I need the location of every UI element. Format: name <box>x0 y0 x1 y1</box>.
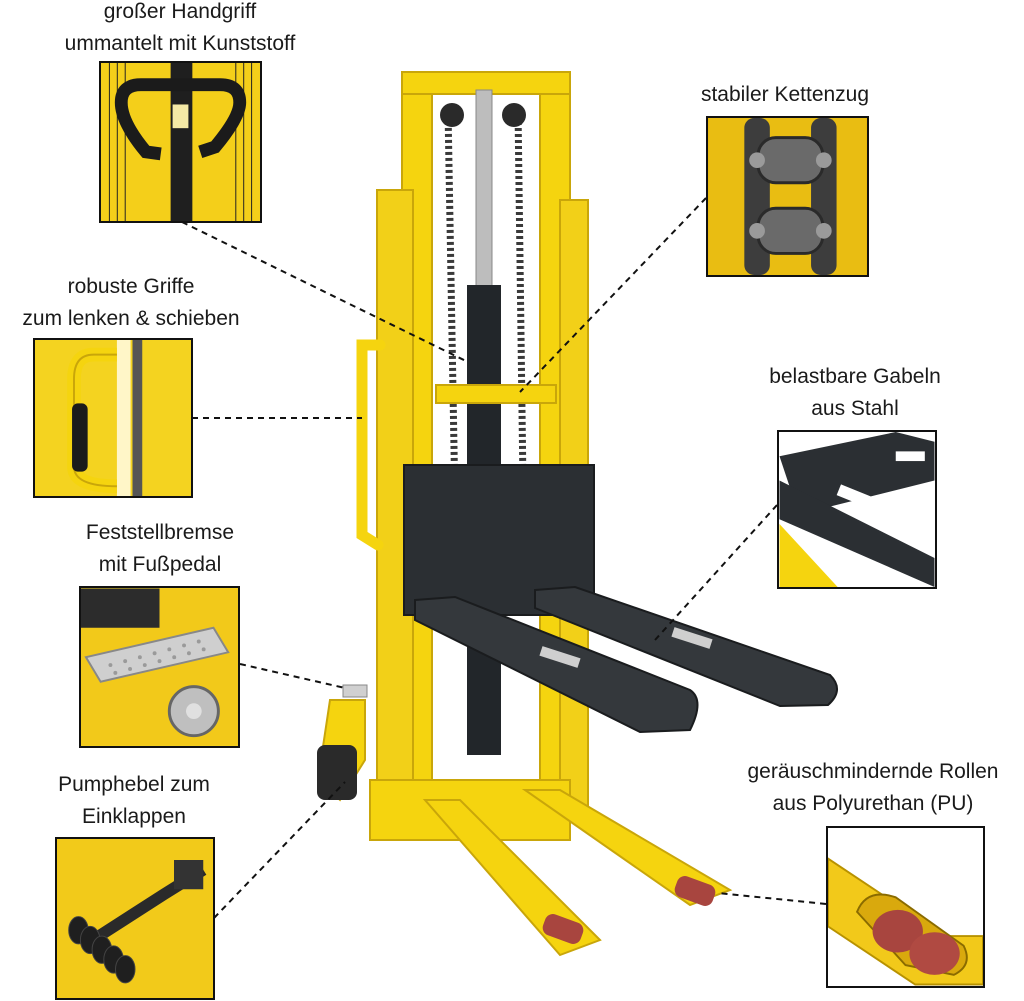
label-handle: großer Handgriff ummantelt mit Kunststof… <box>20 0 340 60</box>
leader-chain <box>519 197 707 393</box>
inset-rollers <box>826 826 985 988</box>
handle-detail-graphic <box>101 63 260 221</box>
label-chain: stabiler Kettenzug <box>660 79 910 111</box>
label-forks-line2: aus Stahl <box>811 397 899 420</box>
inset-pump <box>55 837 215 1000</box>
chain-sprocket-right <box>502 103 526 127</box>
label-brake-line1: Feststellbremse <box>85 521 235 544</box>
roller-left <box>542 914 584 944</box>
fork-detail-graphic <box>779 432 935 587</box>
label-handle-line1: großer Handgriff <box>103 0 257 23</box>
label-forks: belastbare Gabeln aus Stahl <box>730 361 980 425</box>
leader-forks <box>654 504 778 641</box>
leader-pump <box>213 781 346 919</box>
inset-forks <box>777 430 937 589</box>
label-brake: Feststellbremse mit Fußpedal <box>40 517 280 581</box>
cylinder-rod <box>475 89 493 291</box>
pump-wheel <box>317 745 357 800</box>
label-grips: robuste Griffe zum lenken & schieben <box>0 271 262 335</box>
label-grips-line1: robuste Griffe <box>67 275 195 298</box>
pump-detail-graphic <box>57 840 213 997</box>
leg-right <box>521 789 733 907</box>
fork-slot-right <box>671 627 713 649</box>
label-grips-line2: zum lenken & schieben <box>22 307 240 330</box>
label-forks-line1: belastbare Gabeln <box>769 365 941 388</box>
leader-brake <box>239 663 346 689</box>
label-brake-line2: mit Fußpedal <box>98 553 222 576</box>
fork-slot-left <box>539 646 581 668</box>
grip-detail-graphic <box>35 340 191 496</box>
brake-detail-graphic <box>81 588 238 746</box>
label-handle-line2: ummantelt mit Kunststoff <box>64 32 296 55</box>
label-pump: Pumphebel zum Einklappen <box>14 769 254 833</box>
label-pump-line1: Pumphebel zum <box>58 773 210 796</box>
label-chain-line1: stabiler Kettenzug <box>700 83 870 106</box>
inset-grips <box>33 338 193 498</box>
roller-right <box>674 876 716 906</box>
label-rollers-line1: geräuschmindernde Rollen <box>747 760 999 783</box>
inset-handle <box>99 61 262 223</box>
label-pump-line2: Einklappen <box>82 805 186 828</box>
brake-pedal <box>342 684 368 698</box>
chain-detail-graphic <box>709 118 866 275</box>
roller-detail-graphic <box>828 829 983 986</box>
label-rollers: geräuschmindernde Rollen aus Polyurethan… <box>722 756 1024 820</box>
fork-left <box>414 595 699 734</box>
leader-rollers <box>717 892 827 905</box>
chain-sprocket-left <box>440 103 464 127</box>
inset-chain <box>706 116 869 277</box>
mast-crossbar <box>435 384 557 404</box>
leader-handle <box>181 221 469 363</box>
inset-brake <box>79 586 240 748</box>
label-rollers-line2: aus Polyurethan (PU) <box>772 792 974 815</box>
leader-lines <box>181 197 827 919</box>
side-grip <box>356 339 386 551</box>
fork-right <box>534 585 838 708</box>
